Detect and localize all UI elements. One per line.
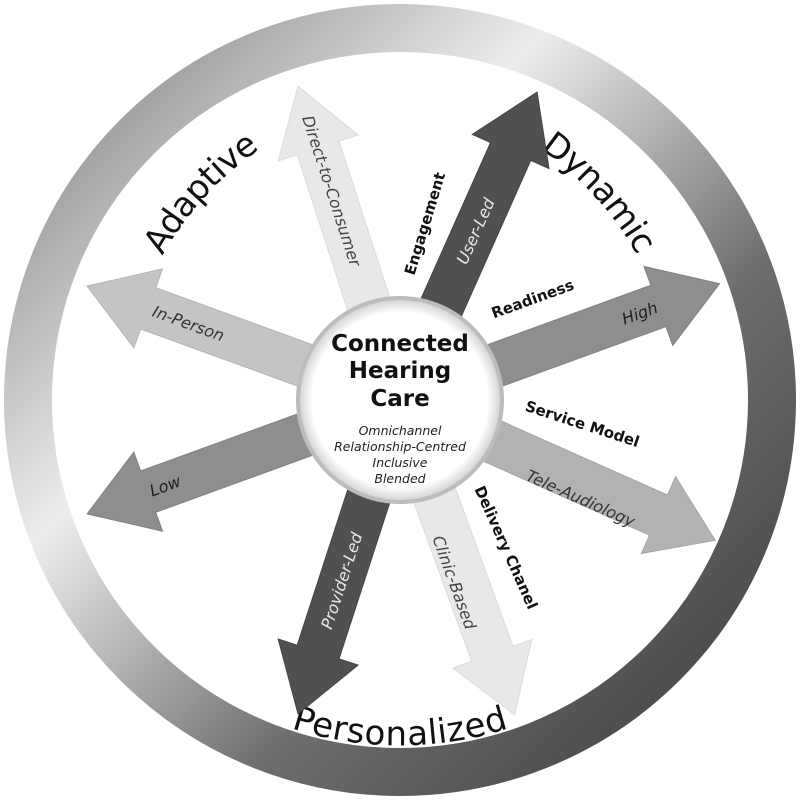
center-subtitle-line-1: Omnichannel xyxy=(359,423,442,438)
center-hub: Connected Hearing Care Omnichannel Relat… xyxy=(296,296,504,504)
center-title-line-2: Hearing xyxy=(349,358,451,384)
center-subtitle-line-3: Inclusive xyxy=(373,455,428,470)
center-subtitle-line-2: Relationship-Centred xyxy=(334,439,466,454)
center-title-line-3: Care xyxy=(370,386,429,412)
center-title-line-1: Connected xyxy=(331,331,469,357)
center-subtitle-line-4: Blended xyxy=(374,471,425,486)
outer-ring xyxy=(4,4,796,796)
